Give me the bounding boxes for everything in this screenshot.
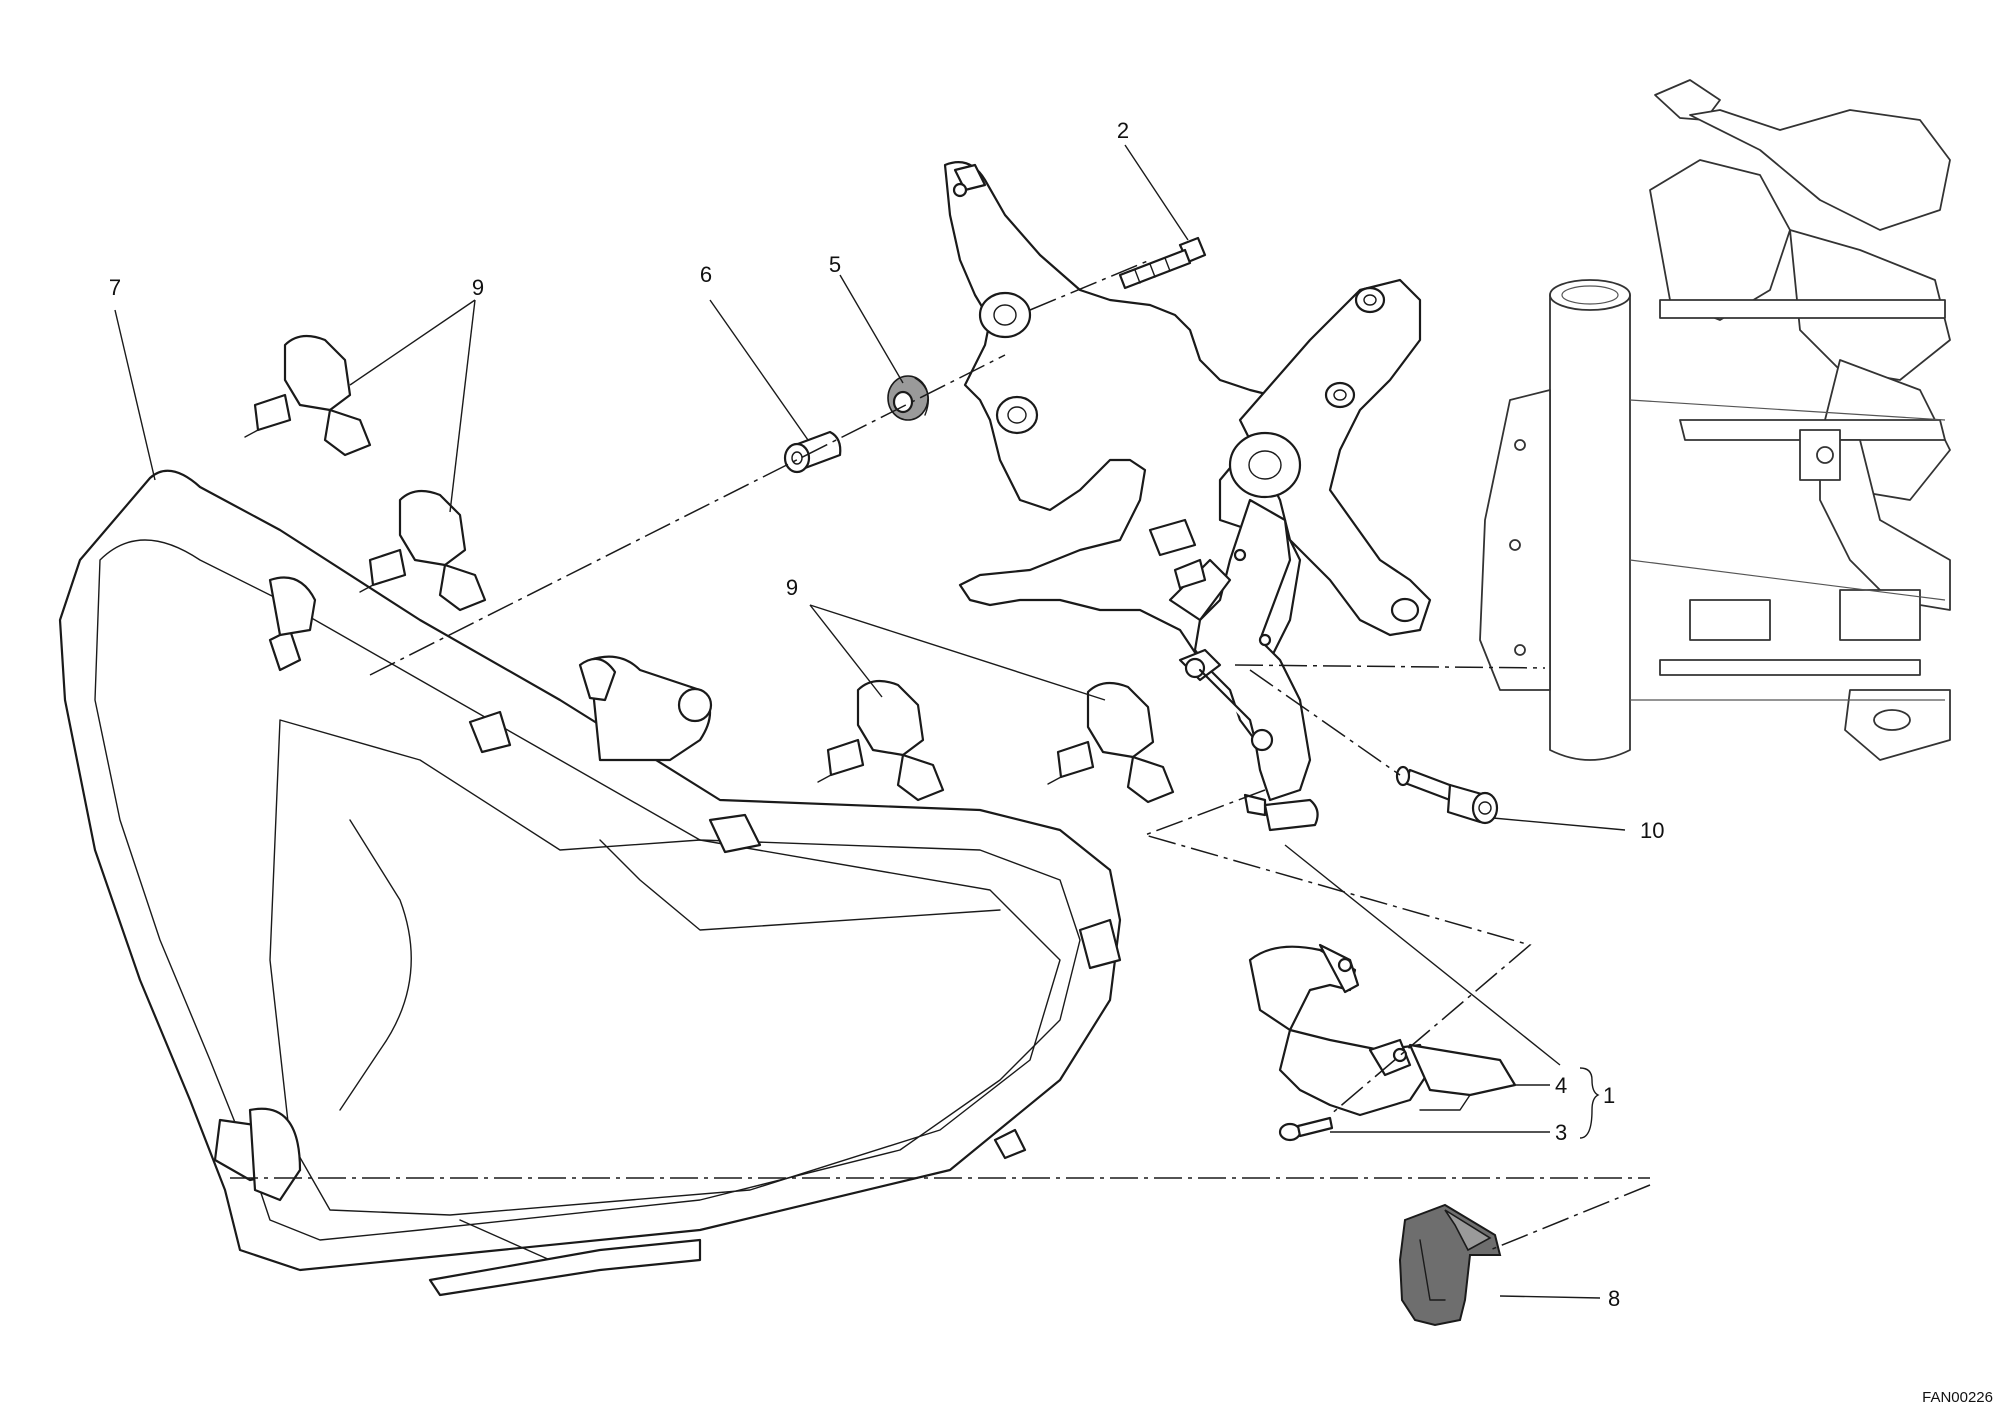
- drawing-code: FAN00226: [1922, 1389, 1993, 1406]
- callout-2: 2: [1117, 118, 1129, 143]
- callout-9-lower: 9: [786, 575, 798, 600]
- callout-7: 7: [109, 275, 121, 300]
- rubber-cover-part-8: [1398, 1203, 1502, 1327]
- bulb-upper-left: [244, 334, 372, 457]
- grommet-part-5: [887, 375, 929, 421]
- callout-8: 8: [1608, 1286, 1620, 1311]
- leader-lines: [114, 144, 1626, 1299]
- headlight-support-bracket: [943, 161, 1432, 832]
- callout-6: 6: [700, 262, 712, 287]
- callout-1: 1: [1603, 1083, 1615, 1108]
- bulb-right: [1047, 681, 1175, 804]
- screw-part-3: [1278, 1116, 1334, 1142]
- bolt-part-2: [1118, 236, 1207, 290]
- assembly-axes: [230, 259, 1651, 1251]
- callout-4: 4: [1555, 1073, 1567, 1098]
- callout-9-upper: 9: [472, 275, 484, 300]
- frame-assembly: [1479, 79, 1951, 761]
- callout-3: 3: [1555, 1120, 1567, 1145]
- bulb-middle-left: [359, 489, 487, 612]
- callout-10: 10: [1640, 818, 1664, 843]
- callout-5: 5: [829, 252, 841, 277]
- bulb-center: [817, 679, 945, 802]
- cable-clamp-part-4: [1248, 943, 1517, 1117]
- headlight-assembly: [58, 469, 1122, 1297]
- bolt-part-10: [1395, 765, 1499, 825]
